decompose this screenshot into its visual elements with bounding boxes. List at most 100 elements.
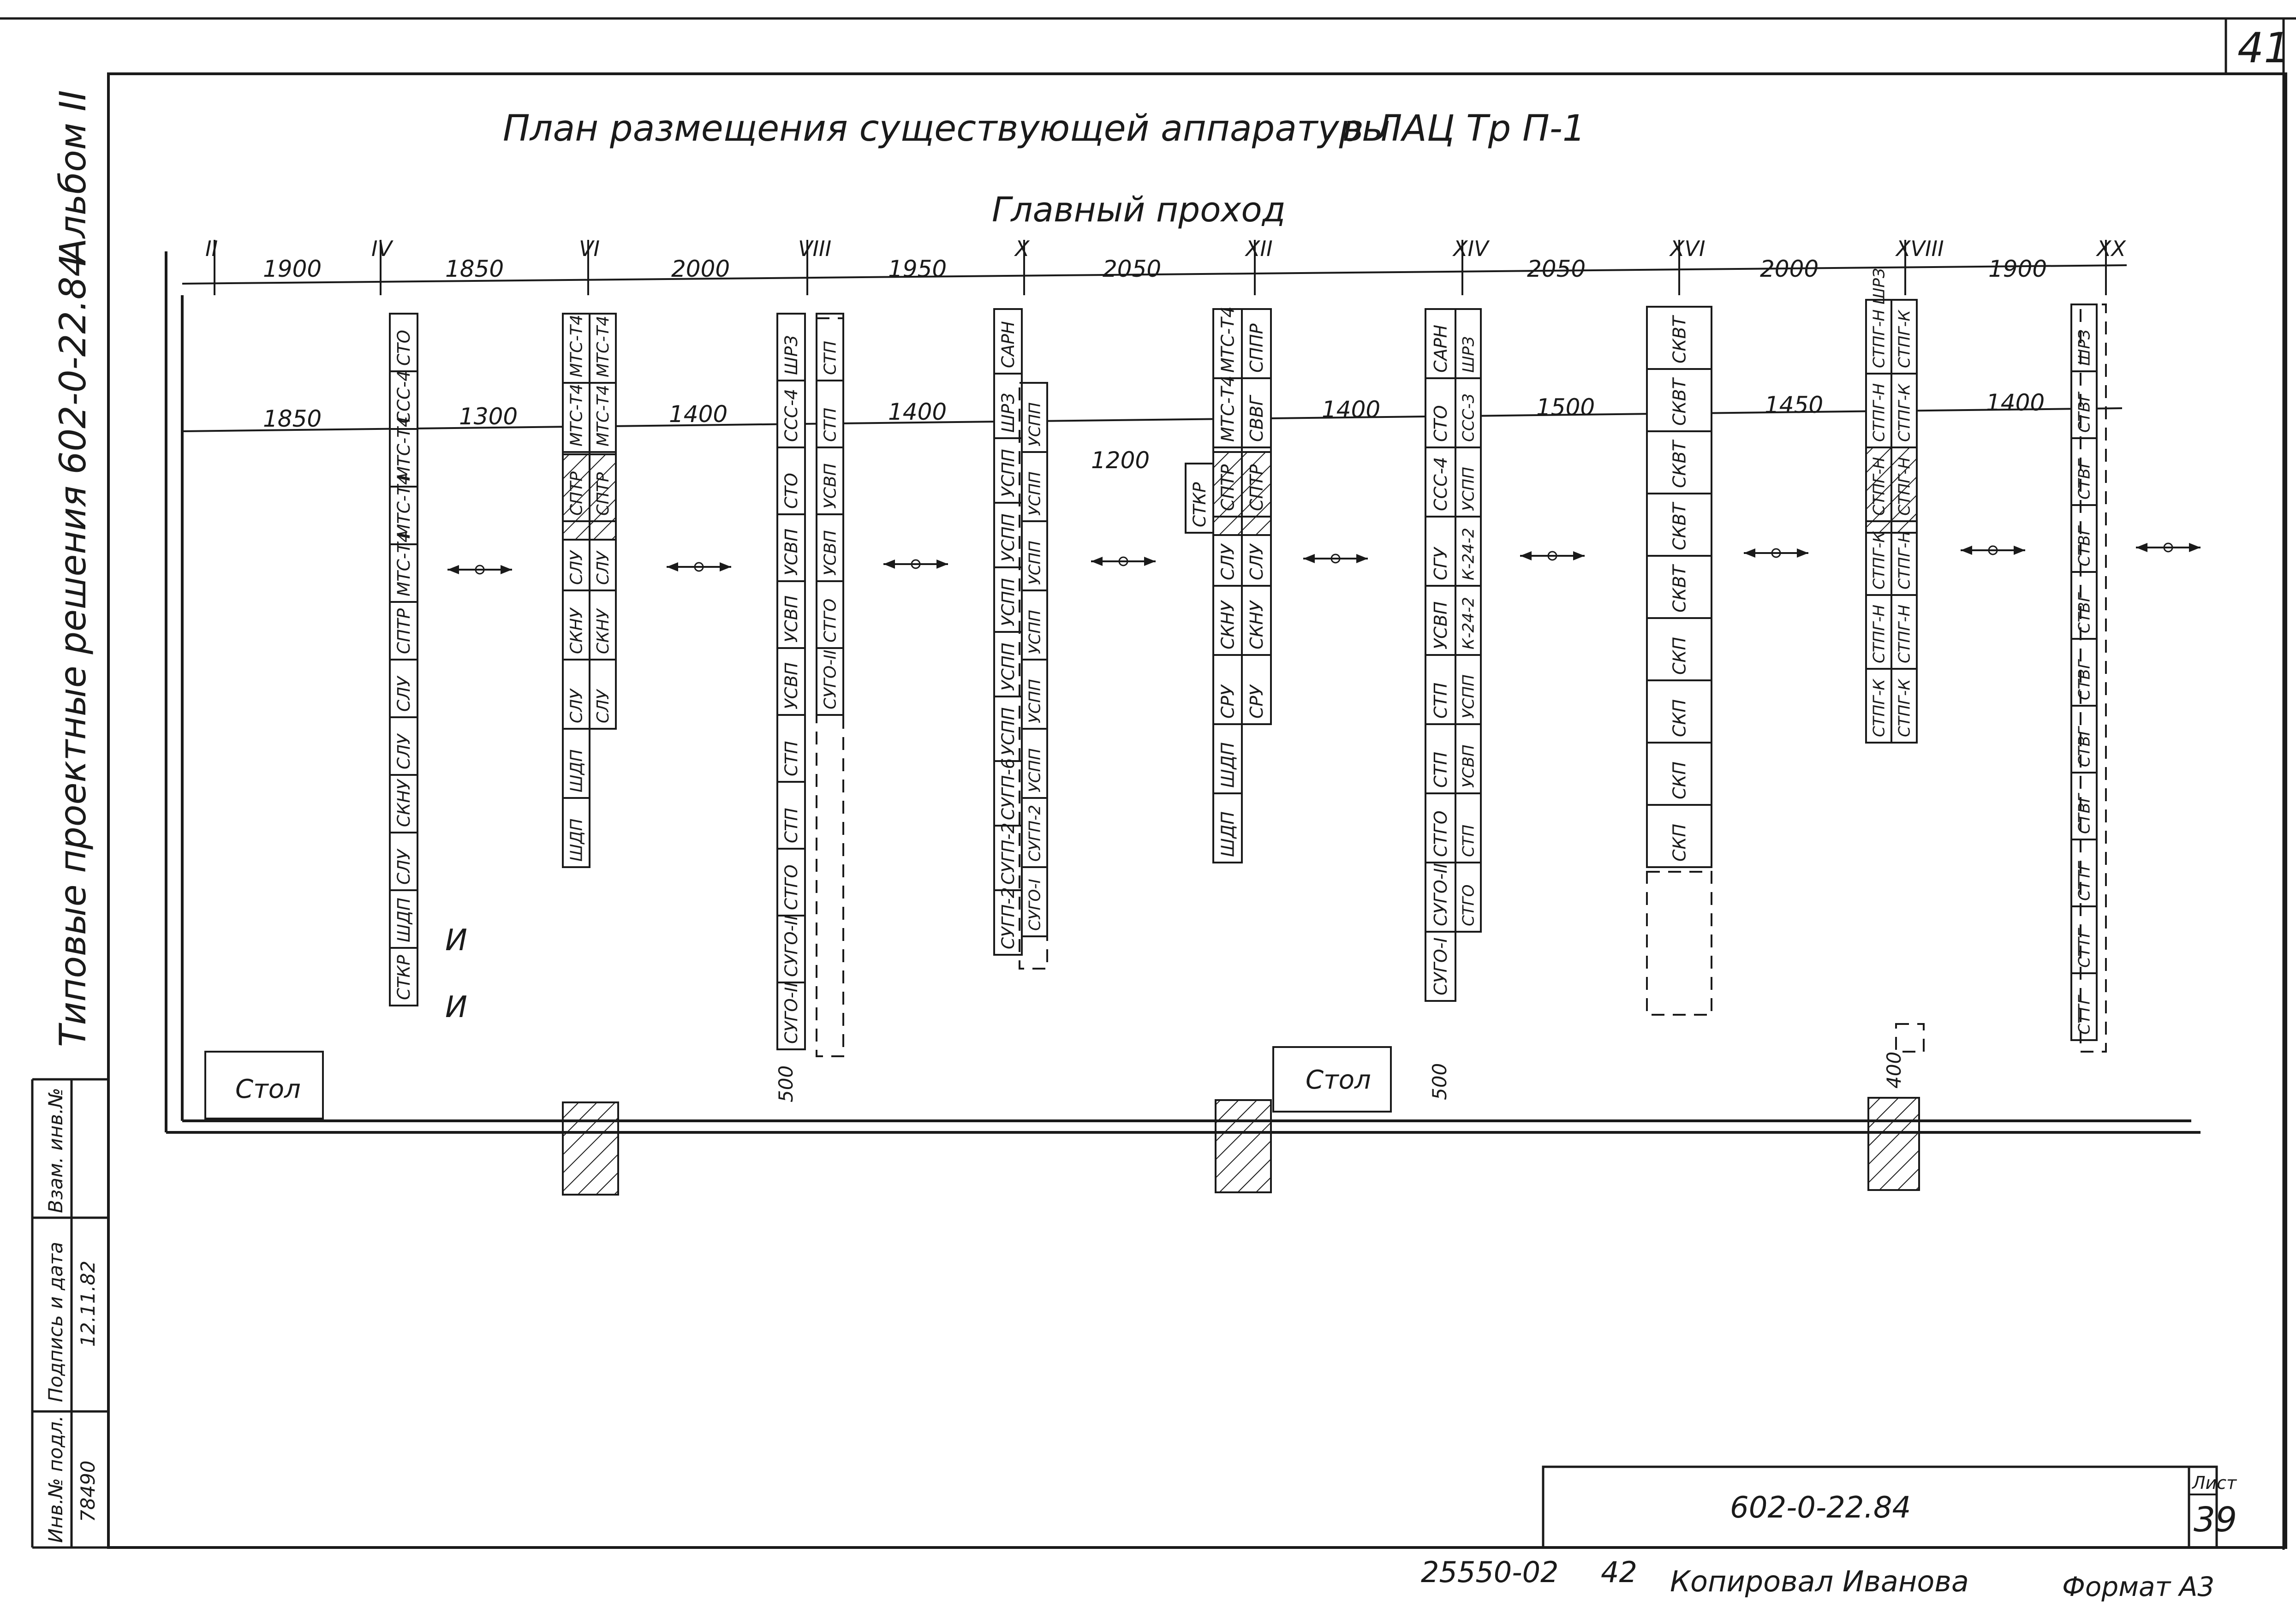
rack-cell xyxy=(1241,308,1272,379)
rack-cell xyxy=(562,313,590,384)
rack-cell-label: УСВП xyxy=(821,463,840,509)
reserved-rack-x xyxy=(1019,382,1048,970)
table-1 xyxy=(204,1051,324,1119)
axis-label: VIII xyxy=(798,236,831,261)
rack-cell xyxy=(2070,571,2098,640)
rack-cell-label: СРУ xyxy=(1246,684,1267,719)
rack-cell-label: СТВГ xyxy=(2075,592,2093,633)
rack-cell-label: УСПП xyxy=(1026,610,1044,654)
footer-copied-by: Копировал Ивановa xyxy=(1670,1565,1969,1598)
aisle-arrow-node xyxy=(1330,554,1341,564)
axis-label: XII xyxy=(1245,236,1273,261)
rack-cell xyxy=(776,982,806,1050)
rack-cell-label: СУГО-II xyxy=(781,982,801,1044)
rack-cell-label: СТВГ xyxy=(2075,525,2093,566)
row-dimension-label: 1200 xyxy=(1091,447,1150,474)
axis-label: XVIII xyxy=(1895,236,1944,261)
rack-cell-label: СТПГ-Н xyxy=(1870,605,1888,663)
rack-cell xyxy=(2070,905,2098,974)
rack-cell-label: УСПП xyxy=(1459,674,1478,719)
aisle-arrow-node xyxy=(1118,556,1128,566)
top-dimension-label: 2000 xyxy=(671,256,730,282)
rack-cell-label: СТВГ xyxy=(2075,726,2093,767)
aisle-arrow-node xyxy=(1771,548,1781,558)
rack-xiv-a: САРНСТОССС-4СГУУСВПСТПСТПСТГОСУГО-IIСУГО… xyxy=(1425,308,1456,1002)
aisle-arrow-head xyxy=(1573,551,1585,560)
stamp-label-replace: Взам. инв.№ xyxy=(44,1088,67,1213)
rack-cell xyxy=(1890,299,1918,375)
rack-cell xyxy=(993,889,1023,956)
row-dimension-label: 1450 xyxy=(1765,392,1823,418)
rack-cell-label: СКВТ xyxy=(1669,439,1689,488)
rack-cell-label: СТП xyxy=(781,741,801,776)
rack-cell-label: СТГО xyxy=(1459,885,1478,926)
rack-cell-label: ССС-4 xyxy=(1431,457,1451,512)
rack-cell xyxy=(1425,792,1456,863)
rack-cell xyxy=(1865,373,1892,448)
rack-cell-label: ШРЗ xyxy=(998,393,1018,433)
rack-cell xyxy=(562,797,590,868)
rack-cell-label: СТПГ-К xyxy=(1870,530,1888,589)
mark-i-1: И xyxy=(445,923,467,958)
aisle-direction-arrows xyxy=(447,542,2201,575)
rack-cell-label: СКП xyxy=(1669,699,1689,737)
rack-cell-label: УСВП xyxy=(781,529,801,576)
aisle-arrow-head xyxy=(667,562,678,571)
aisle-arrow-node xyxy=(1547,551,1557,561)
rack-cell-label: СТО xyxy=(1431,405,1451,442)
aisle-arrow-head xyxy=(883,559,895,569)
rack-cell-label: СРУ xyxy=(1217,684,1238,719)
rack-cell-label: УСПП xyxy=(1026,471,1044,516)
aisle-arrow-head xyxy=(1797,548,1808,558)
rack-cell xyxy=(1425,931,1456,1002)
rack-viii-a: ШРЗССС-4СТОУСВПУСВПУСВПСТПСТПСТГОСУГО-II… xyxy=(776,313,806,1050)
sheet-label: Лист xyxy=(2191,1473,2237,1493)
rack-cell xyxy=(776,380,806,448)
rack-cell-label: УСПП xyxy=(1026,402,1044,446)
rack-cell xyxy=(2070,304,2098,372)
rack-cell-label: СКВТ xyxy=(1669,564,1689,613)
rack-cell xyxy=(389,428,418,488)
aisle-arrow-head xyxy=(1356,554,1368,563)
side-dim-viii: 500 xyxy=(775,1065,797,1102)
aisle-arrow-head xyxy=(2136,543,2147,552)
rack-cell-label: СТКР xyxy=(1189,482,1210,527)
axis-dimension-line xyxy=(182,264,2127,285)
rack-cell-label: СКВТ xyxy=(1669,315,1689,363)
rack-cell xyxy=(1021,451,1048,522)
rack-cell xyxy=(389,947,418,1006)
top-dimension-label: 1950 xyxy=(888,256,947,282)
aisle-arrow-head xyxy=(1144,557,1156,566)
rack-cell-label: УСПП xyxy=(998,449,1018,497)
axis-label: IV xyxy=(371,236,394,261)
aisle-arrow-head xyxy=(1744,548,1755,558)
rack-cell xyxy=(776,647,806,716)
axis-label: VI xyxy=(579,236,600,261)
rack-cell-label: СКНУ xyxy=(1217,600,1238,649)
rack-cell-label: СЛУ xyxy=(1217,543,1238,580)
rack-cell-label: МТС-Т4 xyxy=(594,315,613,377)
rack-cell-label: ШДП xyxy=(1217,742,1238,788)
rack-cell-label: СТПГ-К xyxy=(1895,383,1914,442)
sheet-frame xyxy=(107,72,2287,1549)
rack-cell xyxy=(1455,446,1482,518)
rack-cell-label: УСПП xyxy=(1026,679,1044,723)
rack-cell xyxy=(1646,430,1712,494)
equipment-racks: СТОССС-4МТС-Т4МТС-Т4МТС-Т4СПТРСЛУСЛУСКНУ… xyxy=(389,268,2098,1050)
rack-cell-label: СТТГ xyxy=(2075,994,2093,1035)
rack-cell xyxy=(562,728,590,799)
rack-cell-label: СТПГ-Н ШРЗ xyxy=(1870,268,1888,368)
row-dimension-label: 1400 xyxy=(1986,389,2045,416)
rack-cell-label: СЛУ xyxy=(594,550,613,585)
rack-cell-label: ШРЗ xyxy=(1459,336,1478,373)
hatched-block-xviii xyxy=(1865,446,1918,534)
plan-title: План размещения существующей аппаратуры xyxy=(503,108,1390,149)
rack-cell-label: СПТР xyxy=(394,608,414,654)
rack-cell-label: ШДП xyxy=(567,749,586,792)
axis-label: X xyxy=(1014,236,1030,261)
row-dimension-label: 1500 xyxy=(1536,394,1595,421)
rack-cell xyxy=(389,486,418,545)
mark-i-2: И xyxy=(445,990,467,1024)
rack-cell xyxy=(1646,368,1712,432)
